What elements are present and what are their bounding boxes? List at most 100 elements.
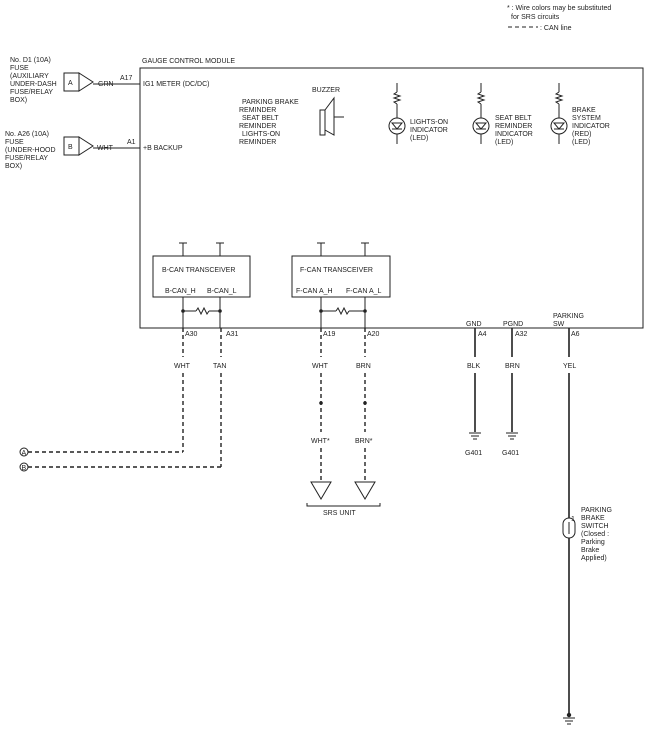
svg-text:(LED): (LED) <box>410 135 428 142</box>
fuse-a-label: No. D1 (10A) FUSE (AUXILIARY UNDER-DASH … <box>10 57 57 104</box>
svg-text:PARKING BRAKE: PARKING BRAKE <box>242 99 299 106</box>
srs-unit-label: SRS UNIT <box>323 510 356 517</box>
buzzer-label: BUZZER <box>312 87 340 94</box>
svg-text:FUSE: FUSE <box>5 139 24 146</box>
ground-g401-2: G401 <box>502 450 519 457</box>
seat-belt-label: SEAT BELT REMINDER INDICATOR (LED) <box>495 115 533 146</box>
svg-text:UNDER-DASH: UNDER-DASH <box>10 81 57 88</box>
svg-text:SWITCH: SWITCH <box>581 523 609 530</box>
fuse-b-symbol: B <box>63 136 94 156</box>
f-can-transceiver: F-CAN TRANSCEIVER F-CAN A_H F-CAN A_L <box>291 242 391 298</box>
svg-text:A: A <box>68 80 73 87</box>
svg-text:INDICATOR: INDICATOR <box>495 131 533 138</box>
svg-text:(UNDER-HOOD: (UNDER-HOOD <box>5 147 56 154</box>
srs-connector-1-icon <box>310 481 332 500</box>
wire-a31-color: TAN <box>213 363 226 370</box>
srs-connector-2-icon <box>354 481 376 500</box>
gauge-control-module-box <box>139 67 644 329</box>
svg-text:B-CAN_H: B-CAN_H <box>165 288 196 295</box>
seat-belt-led-icon <box>472 83 490 144</box>
svg-text:BOX): BOX) <box>5 163 22 170</box>
brake-led-icon <box>550 83 568 144</box>
lights-on-label: LIGHTS-ON INDICATOR (LED) <box>410 119 448 142</box>
svg-text:Parking: Parking <box>581 539 605 546</box>
ground-icon <box>506 432 518 440</box>
svg-text:REMINDER: REMINDER <box>239 123 276 130</box>
svg-text:SEAT BELT: SEAT BELT <box>242 115 279 122</box>
connector-a-icon: A <box>19 447 29 457</box>
svg-text:No. D1 (10A): No. D1 (10A) <box>10 57 51 64</box>
buzzer-icon <box>319 96 344 136</box>
f-can-terminator-icon <box>319 306 367 316</box>
svg-text:BOX): BOX) <box>10 97 27 104</box>
splice-a20 <box>363 401 367 405</box>
gnd-label: GND <box>466 321 482 328</box>
svg-text:FUSE: FUSE <box>10 65 29 72</box>
wire-a32-color: BRN <box>505 363 520 370</box>
legend-substitute-note-2: for SRS circuits <box>511 14 560 21</box>
svg-text:REMINDER: REMINDER <box>239 139 276 146</box>
svg-text:B: B <box>68 144 73 151</box>
splice-a19 <box>319 401 323 405</box>
wire-srs-brn-color: BRN* <box>355 438 373 445</box>
svg-text:SEAT BELT: SEAT BELT <box>495 115 532 122</box>
svg-text:B-CAN_L: B-CAN_L <box>207 288 237 295</box>
pin-a6: A6 <box>571 331 580 338</box>
fuse-a-symbol: A <box>63 72 94 92</box>
b-can-transceiver: B-CAN TRANSCEIVER B-CAN_H B-CAN_L <box>152 242 251 298</box>
legend-can-line-label: : CAN line <box>540 25 572 32</box>
svg-text:INDICATOR: INDICATOR <box>410 127 448 134</box>
pin-a1: A1 <box>127 139 136 146</box>
backup-label: +B BACKUP <box>143 145 183 152</box>
reminder-labels: PARKING BRAKE REMINDER SEAT BELT REMINDE… <box>239 99 299 146</box>
svg-text:LIGHTS-ON: LIGHTS-ON <box>242 131 280 138</box>
svg-text:(Closed :: (Closed : <box>581 531 609 538</box>
wire-a4-color: BLK <box>467 363 481 370</box>
svg-text:INDICATOR: INDICATOR <box>572 123 610 130</box>
svg-text:FUSE/RELAY: FUSE/RELAY <box>10 89 53 96</box>
fuse-b-label: No. A26 (10A) FUSE (UNDER-HOOD FUSE/RELA… <box>5 131 56 170</box>
wire-a30-color: WHT <box>174 363 191 370</box>
wire-srs-wht-color: WHT* <box>311 438 330 445</box>
brake-label: BRAKE SYSTEM INDICATOR (RED) (LED) <box>572 107 610 146</box>
legend-substitute-note: * : Wire colors may be substituted <box>507 5 611 12</box>
ig1-meter-label: IG1 METER (DC/DC) <box>143 81 210 88</box>
ground-icon <box>469 432 481 440</box>
wire-wht-label: WHT <box>97 145 114 152</box>
svg-text:Applied): Applied) <box>581 555 607 562</box>
svg-text:F-CAN A_L: F-CAN A_L <box>346 288 382 295</box>
body-ground-point <box>566 712 572 718</box>
module-title: GAUGE CONTROL MODULE <box>142 58 235 65</box>
svg-text:A: A <box>22 450 27 457</box>
pin-a19: A19 <box>323 331 336 338</box>
lights-on-led-icon <box>388 83 406 144</box>
parking-sw-label-2: SW <box>553 321 565 328</box>
svg-text:BRAKE: BRAKE <box>572 107 596 114</box>
pin-a20: A20 <box>367 331 380 338</box>
pin-a32: A32 <box>515 331 528 338</box>
body-ground-icon <box>563 717 575 725</box>
svg-text:F-CAN A_H: F-CAN A_H <box>296 288 333 295</box>
svg-text:Brake: Brake <box>581 547 599 554</box>
pin-a31: A31 <box>226 331 239 338</box>
ground-g401-1: G401 <box>465 450 482 457</box>
svg-text:PARKING: PARKING <box>581 507 612 514</box>
srs-unit-bracket <box>306 503 381 507</box>
wire-a6-color: YEL <box>563 363 576 370</box>
svg-text:FUSE/RELAY: FUSE/RELAY <box>5 155 48 162</box>
pin-a4: A4 <box>478 331 487 338</box>
parking-brake-switch-label: PARKING BRAKE SWITCH (Closed : Parking B… <box>581 507 612 562</box>
pgnd-label: PGND <box>503 321 523 328</box>
svg-text:No. A26 (10A): No. A26 (10A) <box>5 131 49 138</box>
svg-text:B: B <box>22 465 27 472</box>
svg-text:(AUXILIARY: (AUXILIARY <box>10 73 49 80</box>
pin-a30: A30 <box>185 331 198 338</box>
svg-text:(LED): (LED) <box>495 139 513 146</box>
svg-text:(RED): (RED) <box>572 131 591 138</box>
svg-text:BRAKE: BRAKE <box>581 515 605 522</box>
pin-a17: A17 <box>120 75 133 82</box>
wire-a20-color: BRN <box>356 363 371 370</box>
wire-grn-label: GRN <box>98 81 114 88</box>
svg-text:SYSTEM: SYSTEM <box>572 115 601 122</box>
